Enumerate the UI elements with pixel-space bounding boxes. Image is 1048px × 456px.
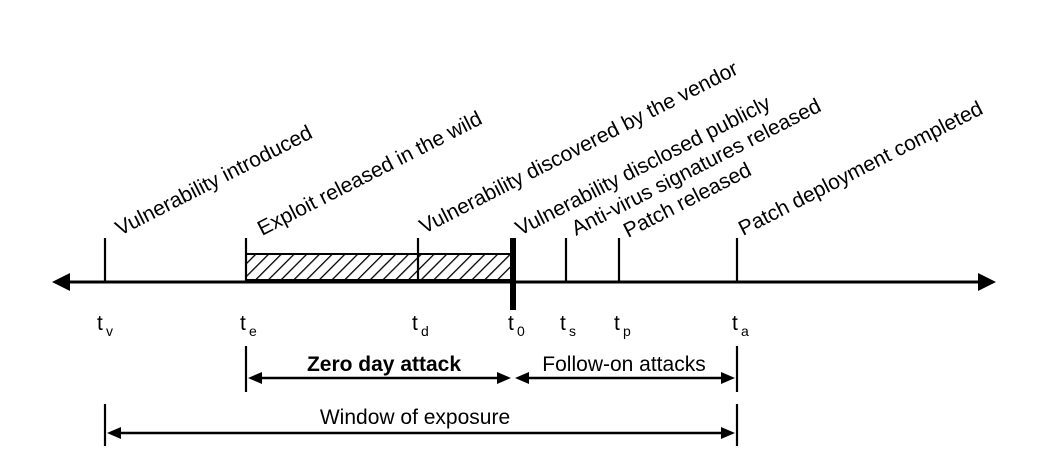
follow-on-attacks-label: Follow-on attacks <box>542 353 705 376</box>
svg-text:t: t <box>508 312 514 335</box>
time-label-tp: t p <box>614 312 631 339</box>
svg-text:t: t <box>97 312 103 335</box>
svg-text:t: t <box>732 312 738 335</box>
exposure-arrowhead-left <box>107 427 121 439</box>
svg-text:t: t <box>412 312 418 335</box>
svg-text:e: e <box>249 323 257 339</box>
axis-arrowhead-right <box>978 273 996 291</box>
svg-text:s: s <box>569 323 576 339</box>
time-label-te: t e <box>240 312 257 339</box>
svg-text:d: d <box>421 323 429 339</box>
time-label-td: t d <box>412 312 429 339</box>
exposure-arrowhead-right <box>721 427 735 439</box>
svg-text:0: 0 <box>517 323 525 339</box>
svg-text:a: a <box>741 323 749 339</box>
svg-text:t: t <box>560 312 566 335</box>
time-label-ta: t a <box>732 312 749 339</box>
zero-day-arrowhead-left <box>248 372 262 384</box>
svg-text:t: t <box>240 312 246 335</box>
zero-day-hatched-region <box>245 253 514 281</box>
svg-text:v: v <box>106 323 113 339</box>
follow-on-arrowhead-right <box>721 372 735 384</box>
svg-text:t: t <box>614 312 620 335</box>
zero-day-arrowhead-right <box>497 372 511 384</box>
zero-day-attack-label: Zero day attack <box>307 353 461 376</box>
time-label-ts: t s <box>560 312 576 339</box>
axis-arrowhead-left <box>52 273 70 291</box>
time-label-tv: t v <box>97 312 113 339</box>
window-of-exposure-label: Window of exposure <box>320 406 510 429</box>
follow-on-arrowhead-left <box>515 372 529 384</box>
svg-text:p: p <box>623 323 631 339</box>
time-label-t0: t 0 <box>508 312 525 339</box>
